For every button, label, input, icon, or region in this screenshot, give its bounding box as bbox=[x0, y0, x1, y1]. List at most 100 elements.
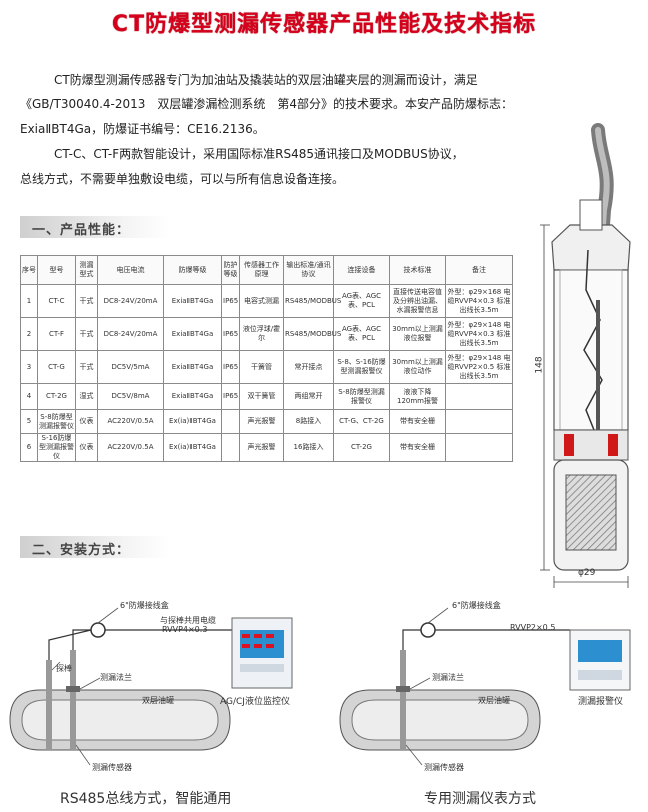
cell: RS485/MODBUS bbox=[283, 317, 341, 351]
right-flange-label: 测漏法兰 bbox=[432, 673, 464, 682]
header-principle: 传感器工作原理 bbox=[239, 255, 284, 285]
diameter-dimension-label: φ29 bbox=[578, 568, 596, 578]
cell: 液液下降120mm报警 bbox=[389, 383, 446, 410]
cell: ExiaⅡBT4Ga bbox=[163, 317, 222, 351]
cell: IP65 bbox=[221, 284, 240, 318]
cell: DC5V/8mA bbox=[97, 383, 164, 410]
section-bar bbox=[20, 216, 170, 238]
right-sensor-label: 测漏传感器 bbox=[424, 763, 464, 772]
cell: 3 bbox=[20, 350, 38, 384]
spec-table: 序号 型号 测漏型式 电压电流 防爆等级 防护等级 传感器工作原理 输出标准/通… bbox=[20, 255, 513, 462]
cell: AC220V/0.5A bbox=[97, 433, 164, 462]
header-standard: 技术标准 bbox=[389, 255, 446, 285]
header-explosion: 防爆等级 bbox=[163, 255, 222, 285]
section-installation-title: 二、安装方式： bbox=[32, 543, 131, 558]
cell: 直接传送电容值及分辨出油漏、水漏报警信息 bbox=[389, 284, 446, 318]
cell: 声光报警 bbox=[239, 409, 284, 434]
cell: 仪表 bbox=[75, 409, 98, 434]
right-tank-label: 双层油罐 bbox=[478, 696, 510, 705]
left-monitor-label: AG/CJ液位监控仪 bbox=[220, 697, 290, 707]
cell: DC8-24V/20mA bbox=[97, 317, 164, 351]
cell: S-8、S-16防爆型测漏报警仪 bbox=[333, 350, 390, 384]
page-title: CT防爆型测漏传感器产品性能及技术指标 bbox=[111, 12, 537, 37]
cell: IP65 bbox=[221, 317, 240, 351]
cell: IP65 bbox=[221, 383, 240, 410]
cell: Ex(ia)ⅡBT4Ga bbox=[163, 433, 222, 462]
intro-line-3: ExiaⅡBT4Ga，防爆证书编号：CE16.2136。 bbox=[20, 122, 265, 136]
cell: 8路接入 bbox=[283, 409, 334, 434]
cell: 电容式测漏 bbox=[239, 284, 284, 318]
cell: CT-F bbox=[37, 317, 76, 351]
cell: S-8防爆型测漏报警仪 bbox=[333, 383, 390, 410]
header-protection: 防护等级 bbox=[221, 255, 240, 285]
junction-box-left bbox=[90, 622, 106, 638]
cell bbox=[445, 433, 513, 462]
cell: 外型：φ29×168 电缆RVVP4×0.3 标准出线长3.5m bbox=[445, 284, 513, 318]
cell: 5 bbox=[20, 409, 38, 434]
cell: 外型：φ29×148 电缆RVVP2×0.5 标准出线长3.5m bbox=[445, 350, 513, 384]
right-cable-spec: RVVP2×0.5 bbox=[510, 623, 556, 632]
cell: 液位浮球/霍尔 bbox=[239, 317, 284, 351]
right-install-diagram bbox=[339, 607, 631, 766]
left-box-label: 6"防爆接线盒 bbox=[120, 601, 169, 610]
cell: 30mm以上测漏液位动作 bbox=[389, 350, 446, 384]
right-box-label: 6"防爆接线盒 bbox=[452, 601, 501, 610]
intro-line-5: 总线方式，不需要单独敷设电缆，可以与所有信息设备连接。 bbox=[20, 172, 345, 186]
section-installation: 二、安装方式： bbox=[20, 536, 220, 558]
cell: 干式 bbox=[75, 317, 98, 351]
left-sensor-label: 测漏传感器 bbox=[92, 763, 132, 772]
left-tank-label: 双层油罐 bbox=[142, 696, 174, 705]
sensor-body bbox=[553, 269, 629, 431]
cell: AG表、AGC表、PCL bbox=[333, 284, 390, 318]
left-probe-label: 探棒 bbox=[56, 664, 72, 673]
cell: CT-G bbox=[37, 350, 76, 384]
height-dimension-label: 148 bbox=[534, 356, 545, 374]
cell: AG表、AGC表、PCL bbox=[333, 317, 390, 351]
cell: 湿式 bbox=[75, 383, 98, 410]
junction-box-right bbox=[420, 622, 436, 638]
left-flange-label: 测漏法兰 bbox=[100, 673, 132, 682]
cell: 两组常开 bbox=[283, 383, 334, 410]
cell: S-16防爆型测漏报警仪 bbox=[37, 433, 76, 462]
header-model: 型号 bbox=[37, 255, 76, 285]
cell bbox=[221, 409, 240, 434]
header-connection: 连接设备 bbox=[333, 255, 390, 285]
section-bar bbox=[20, 536, 170, 558]
cell: CT-C bbox=[37, 284, 76, 318]
cell: DC5V/5mA bbox=[97, 350, 164, 384]
header-output: 输出标准/通讯协议 bbox=[283, 255, 334, 285]
sensor-top-cap bbox=[551, 224, 631, 271]
cell: ExiaⅡBT4Ga bbox=[163, 284, 222, 318]
left-cable-spec: RVVP4×0.3 bbox=[162, 625, 208, 634]
cell: 双干簧管 bbox=[239, 383, 284, 410]
cell: 4 bbox=[20, 383, 38, 410]
cell: 30mm以上测漏液位报警 bbox=[389, 317, 446, 351]
header-voltage: 电压电流 bbox=[97, 255, 164, 285]
cell: CT-2G bbox=[333, 433, 390, 462]
cell: 声光报警 bbox=[239, 433, 284, 462]
cell: Ex(ia)ⅡBT4Ga bbox=[163, 409, 222, 434]
cell: 2 bbox=[20, 317, 38, 351]
cell: 干式 bbox=[75, 350, 98, 384]
cell: 常开接点 bbox=[283, 350, 334, 384]
cell: IP65 bbox=[221, 350, 240, 384]
intro-line-1: CT防爆型测漏传感器专门为加油站及撬装站的双层油罐夹层的测漏而设计，满足 bbox=[54, 73, 478, 87]
cell bbox=[445, 383, 513, 410]
cell: RS485/MODBUS bbox=[283, 284, 341, 318]
cell: 外型：φ29×148 电缆RVVP4×0.3 标准出线长3.5m bbox=[445, 317, 513, 351]
cell: ExiaⅡBT4Ga bbox=[163, 383, 222, 410]
cell bbox=[221, 433, 240, 462]
cell: 仪表 bbox=[75, 433, 98, 462]
left-install-diagram bbox=[9, 607, 293, 766]
table-header-row: 序号 型号 测漏型式 电压电流 防爆等级 防护等级 传感器工作原理 输出标准/通… bbox=[20, 255, 513, 285]
right-monitor-label: 测漏报警仪 bbox=[578, 697, 624, 707]
intro-line-4: CT-C、CT-F两款智能设计，采用国际标准RS485通讯接口及MODBUS协议… bbox=[54, 147, 464, 161]
cell: 1 bbox=[20, 284, 38, 318]
header-remark: 备注 bbox=[445, 255, 513, 285]
